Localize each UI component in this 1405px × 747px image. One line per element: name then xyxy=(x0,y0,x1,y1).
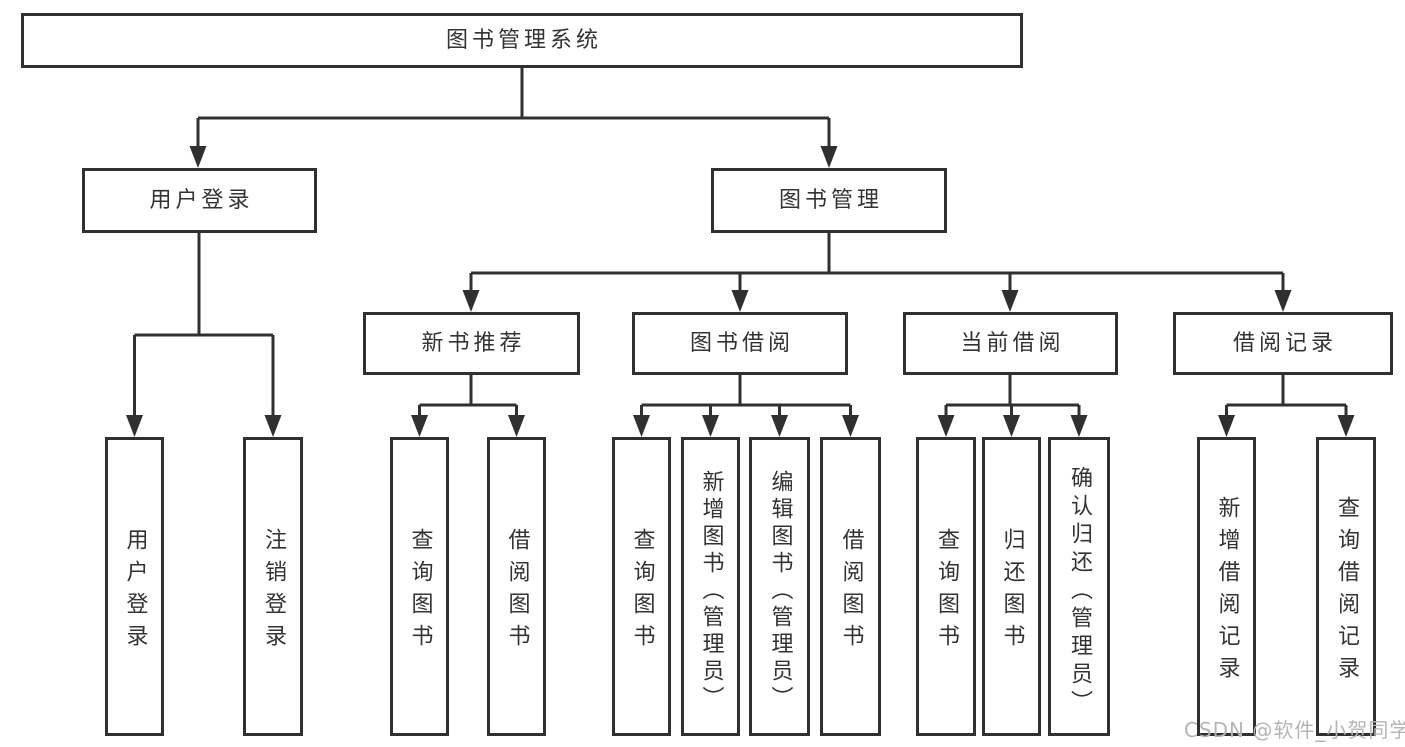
connector-paths xyxy=(133,68,1348,419)
node-box-book-borrow: 图书借阅 xyxy=(632,312,848,375)
node-label-borrow-records: 借阅记录 xyxy=(1232,330,1337,356)
watermark: CSDN @软件_小贺同学 xyxy=(1184,718,1405,742)
node-box-leaf-current-confirm-return: 确认归还（管理员） xyxy=(1048,437,1110,736)
node-box-leaf-borrow-edit-books: 编辑图书（管理员） xyxy=(749,437,810,736)
arrowhead xyxy=(1337,415,1355,437)
node-label-leaf-borrow-borrow-books: 借阅图书 xyxy=(838,527,864,656)
arrowhead xyxy=(1003,415,1020,437)
node-label-leaf-user-login: 用户登录 xyxy=(122,527,148,656)
node-label-leaf-recommend-query-books: 查询图书 xyxy=(407,527,433,656)
node-box-leaf-borrow-borrow-books: 借阅图书 xyxy=(820,437,881,736)
arrowhead xyxy=(633,415,650,437)
arrowhead xyxy=(731,290,749,312)
arrowhead xyxy=(842,415,859,437)
arrowhead xyxy=(411,415,428,437)
node-box-current-borrow: 当前借阅 xyxy=(903,312,1118,375)
node-label-book-management: 图书管理 xyxy=(778,187,883,213)
node-box-leaf-logout: 注销登录 xyxy=(243,437,303,736)
arrowhead xyxy=(820,146,838,168)
node-box-leaf-current-query-books: 查询图书 xyxy=(916,437,976,736)
node-label-new-book-recommend: 新书推荐 xyxy=(421,330,526,356)
node-label-leaf-borrow-add-books: 新增图书（管理员） xyxy=(698,470,724,713)
node-label-leaf-borrow-edit-books: 编辑图书（管理员） xyxy=(767,470,793,713)
arrowhead xyxy=(126,415,143,437)
arrowhead xyxy=(462,290,480,312)
node-label-leaf-current-confirm-return: 确认归还（管理员） xyxy=(1067,465,1092,718)
arrowhead xyxy=(771,415,788,437)
node-box-book-management: 图书管理 xyxy=(711,168,947,233)
node-box-user-login: 用户登录 xyxy=(82,168,317,233)
node-label-leaf-current-query-books: 查询图书 xyxy=(934,527,959,656)
arrowhead xyxy=(1070,415,1088,437)
node-label-current-borrow: 当前借阅 xyxy=(960,330,1065,356)
node-label-leaf-add-borrow-record: 新增借阅记录 xyxy=(1214,495,1240,688)
node-box-root: 图书管理系统 xyxy=(21,13,1023,68)
node-label-leaf-query-borrow-record: 查询借阅记录 xyxy=(1334,495,1359,688)
node-label-root: 图书管理系统 xyxy=(445,27,602,53)
node-box-leaf-query-borrow-record: 查询借阅记录 xyxy=(1316,437,1376,736)
node-box-leaf-recommend-query-books: 查询图书 xyxy=(390,437,449,736)
node-box-new-book-recommend: 新书推荐 xyxy=(363,312,580,375)
node-label-leaf-recommend-borrow-books: 借阅图书 xyxy=(504,527,530,656)
node-box-leaf-borrow-add-books: 新增图书（管理员） xyxy=(681,437,740,736)
arrowhead xyxy=(508,415,525,437)
node-label-leaf-borrow-query-books: 查询图书 xyxy=(629,527,655,656)
node-label-leaf-logout: 注销登录 xyxy=(261,527,286,656)
node-label-book-borrow: 图书借阅 xyxy=(689,330,794,356)
arrowhead xyxy=(264,415,282,437)
node-box-borrow-records: 借阅记录 xyxy=(1173,312,1393,375)
arrowhead xyxy=(1001,290,1019,312)
node-box-leaf-recommend-borrow-books: 借阅图书 xyxy=(487,437,546,736)
node-label-leaf-current-return-books: 归还图书 xyxy=(999,527,1025,656)
node-box-leaf-borrow-query-books: 查询图书 xyxy=(612,437,671,736)
node-box-leaf-current-return-books: 归还图书 xyxy=(982,437,1041,736)
arrowhead xyxy=(1274,290,1292,312)
node-box-leaf-add-borrow-record: 新增借阅记录 xyxy=(1197,437,1256,736)
node-box-leaf-user-login: 用户登录 xyxy=(105,437,164,736)
arrowhead xyxy=(1218,415,1235,437)
arrowhead xyxy=(937,415,955,437)
arrowhead xyxy=(189,146,207,168)
arrowheads xyxy=(126,146,1355,437)
node-label-user-login: 用户登录 xyxy=(149,187,254,213)
arrowhead xyxy=(702,415,719,437)
